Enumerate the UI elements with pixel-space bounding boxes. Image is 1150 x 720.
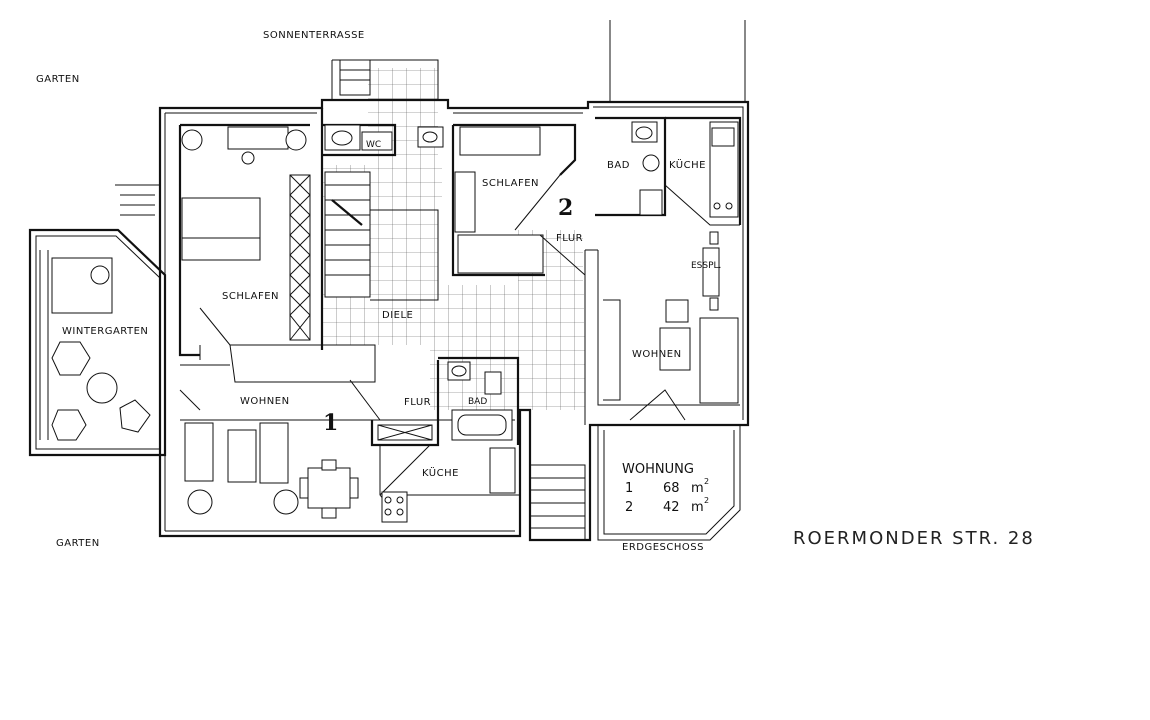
unit-1-interior [178, 108, 520, 523]
summary-row-1-sup: 2 [704, 477, 709, 486]
summary-row-2-unit: m [691, 500, 704, 515]
room-label-flur-2: FLUR [556, 233, 583, 244]
area-table-frame [597, 425, 741, 541]
room-label-wintergarten: WINTERGARTEN [62, 326, 148, 337]
summary-title: WOHNUNG [622, 462, 694, 477]
unit-number-2: 2 [558, 195, 573, 221]
room-label-kueche-1: KÜCHE [422, 466, 459, 479]
summary-row-1-area: 68 [663, 481, 680, 496]
summary-row-2-num: 2 [625, 500, 633, 515]
label-garten-top: GARTEN [36, 74, 80, 85]
address-label: ROERMONDER STR. 28 [793, 528, 1035, 549]
room-label-esspl: ESSPL. [691, 261, 721, 271]
area-summary: WOHNUNG 1 68 m 2 2 42 m 2 [622, 462, 709, 515]
room-label-bad-1: BAD [468, 397, 487, 407]
summary-row-2-area: 42 [663, 500, 680, 515]
room-label-wohnen-1: WOHNEN [240, 396, 290, 407]
summary-row-1-num: 1 [625, 481, 633, 496]
unit-number-1: 1 [323, 410, 338, 436]
room-label-kueche-2: KÜCHE [669, 158, 706, 171]
wc-and-stair [322, 59, 444, 301]
outer-walls [158, 20, 750, 542]
summary-row-2-sup: 2 [704, 496, 709, 505]
wintergarten-structure [28, 184, 167, 457]
summary-row-1-unit: m [691, 481, 704, 496]
entrance-stairs [529, 464, 586, 541]
tiled-floors [322, 68, 585, 410]
unit-2-interior [451, 116, 742, 425]
room-label-bad-2: BAD [607, 160, 630, 171]
room-label-schlafen-1: SCHLAFEN [222, 291, 279, 302]
room-label-schlafen-2: SCHLAFEN [482, 178, 539, 189]
floor-label: ERDGESCHOSS [622, 542, 704, 553]
label-sonnenterrasse: SONNENTERRASSE [263, 30, 365, 41]
label-garten-bottom: GARTEN [56, 538, 100, 549]
room-label-diele: DIELE [382, 310, 413, 321]
room-label-wc: WC [366, 140, 381, 150]
room-label-wohnen-2: WOHNEN [632, 349, 682, 360]
room-label-flur-1: FLUR [404, 397, 431, 408]
